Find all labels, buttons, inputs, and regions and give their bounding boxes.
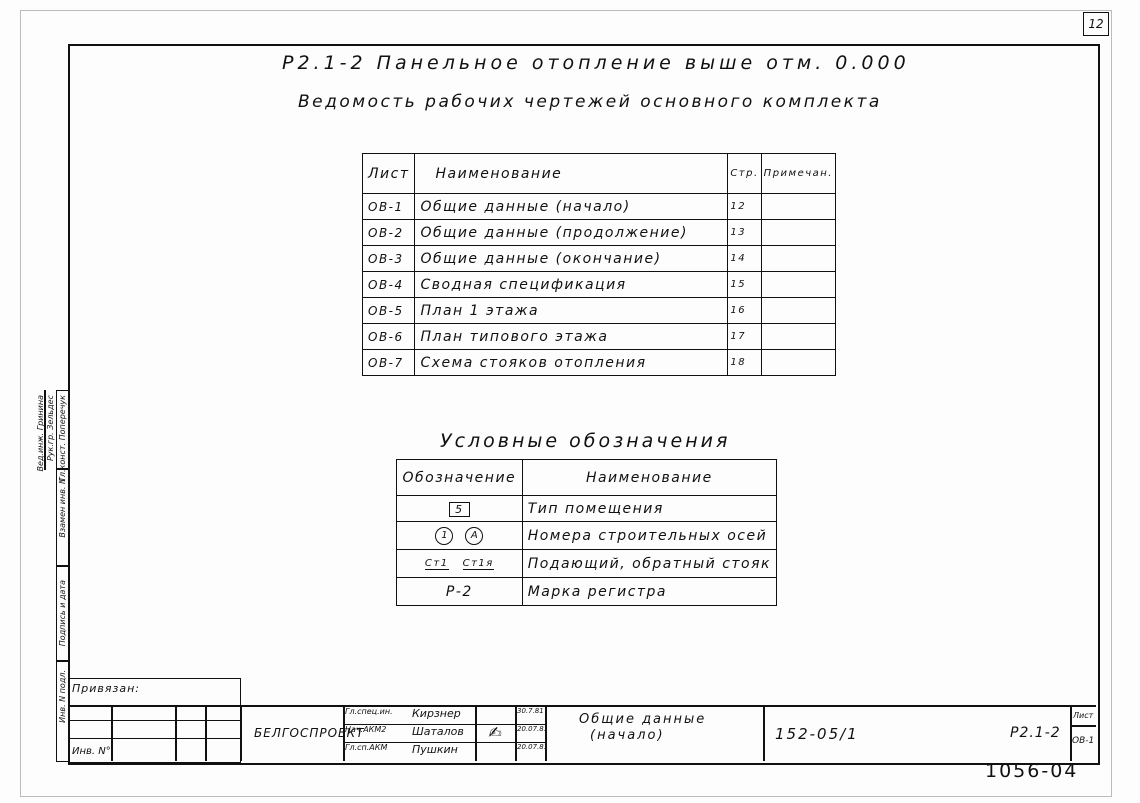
legend-title: Условные обозначения <box>440 430 731 452</box>
name-cell: Схема стояков отопления <box>414 349 729 376</box>
staff-name: Шаталов <box>412 725 464 738</box>
axis-letter-symbol: А <box>465 527 484 545</box>
note-cell <box>760 349 837 376</box>
outer-border <box>20 10 1112 797</box>
legend-name: Тип помещения <box>521 495 778 522</box>
role-2: Рук.гр. Зельдес <box>46 395 55 462</box>
legend-table: Обозначение Наименование 5 Тип помещения… <box>396 459 778 606</box>
staff-date: 20.07.81 <box>517 725 549 733</box>
staff-name: Пушкин <box>412 743 458 756</box>
sheet-cell: ОВ-7 <box>361 349 416 376</box>
header-cell: Примечан. <box>760 153 837 194</box>
note-cell <box>760 323 837 350</box>
sheet-number-top: 12 <box>1083 12 1109 36</box>
name-cell: Общие данные (окончание) <box>414 245 729 272</box>
left-strip <box>56 390 69 762</box>
sheet-label: Лист <box>1073 711 1094 720</box>
staff-date: 30.7.81 <box>517 707 544 715</box>
page-cell: 13 <box>727 219 762 246</box>
page-cell: 17 <box>727 323 762 350</box>
name-cell: Сводная спецификация <box>414 271 729 298</box>
legend-name: Подающий, обратный стояк <box>521 549 778 578</box>
note-cell <box>760 271 837 298</box>
axis-number-symbol: 1 <box>435 527 454 545</box>
sign-date-label: Подпись и дата <box>58 580 67 647</box>
inv-podl-label: Инв. N подл. <box>58 670 67 723</box>
name-cell: Общие данные (начало) <box>414 193 729 220</box>
signature-icon: ✍ <box>488 723 502 742</box>
sheet-cell: ОВ-6 <box>361 323 416 350</box>
legend-name: Номера строительных осей <box>521 521 778 550</box>
header-cell: Стр. <box>727 153 762 194</box>
legend-name: Марка регистра <box>521 577 778 606</box>
role-3: Вед.инж. Гринина <box>36 395 45 472</box>
page-subtitle: Ведомость рабочих чертежей основного ком… <box>298 92 882 112</box>
sheet-cell: ОВ-3 <box>361 245 416 272</box>
register-mark-symbol: Р-2 <box>396 577 523 606</box>
staff-role: Гл.сп.АКМ <box>345 743 388 752</box>
name-cell: Общие данные (продолжение) <box>414 219 729 246</box>
table-row: 1 А Номера строительных осей <box>396 521 778 550</box>
role-1: Гл.конст. Поперечук <box>58 395 67 482</box>
staff-role: Нач.АКМ2 <box>345 725 387 734</box>
sheet-cell: ОВ-4 <box>361 271 416 298</box>
header-cell: Обозначение <box>396 459 523 496</box>
room-type-symbol: 5 <box>449 501 470 517</box>
header-cell: Лист <box>361 153 416 194</box>
table-row: Ст1 Ст1я Подающий, обратный стояк <box>396 549 778 578</box>
supply-riser-symbol: Ст1 <box>424 558 449 570</box>
archive-number: 1056-04 <box>985 760 1079 782</box>
inv-no-label: Инв. N° <box>72 746 111 757</box>
table-row: Р-2 Марка регистра <box>396 577 778 606</box>
note-cell <box>760 193 837 220</box>
inner-frame <box>68 44 1100 765</box>
page-cell: 14 <box>727 245 762 272</box>
page-cell: 16 <box>727 297 762 324</box>
doc-title-line1: Общие данные <box>579 712 707 727</box>
staff-name: Кирзнер <box>412 707 461 720</box>
page-title: Р2.1-2 Панельное отопление выше отм. 0.0… <box>282 52 910 74</box>
staff-date: 20.07.81 <box>517 743 549 751</box>
vzamen-label: Взамен инв. N <box>58 478 67 538</box>
table-row: 5 Тип помещения <box>396 495 778 522</box>
name-cell: План типового этажа <box>414 323 729 350</box>
privyazan-label: Привязан: <box>72 682 140 695</box>
table-header: Обозначение Наименование <box>396 459 778 496</box>
header-cell: Наименование <box>414 153 729 194</box>
page-cell: 15 <box>727 271 762 298</box>
doc-title-line2: (начало) <box>590 728 665 743</box>
series-code: Р2.1-2 <box>1010 725 1061 741</box>
note-cell <box>760 245 837 272</box>
header-cell: Наименование <box>521 459 778 496</box>
sheet-cell: ОВ-5 <box>361 297 416 324</box>
staff-role: Гл.спец.ин. <box>345 707 393 716</box>
sheet-cell: ОВ-1 <box>361 193 416 220</box>
sheet-code: ОВ-1 <box>1072 736 1095 746</box>
org-name: БЕЛГОСПРОЕКТ <box>254 726 365 740</box>
note-cell <box>760 297 837 324</box>
sheet-cell: ОВ-2 <box>361 219 416 246</box>
table-header: Лист Наименование Стр. Примечан. <box>361 153 837 194</box>
page-cell: 12 <box>727 193 762 220</box>
project-code: 152-05/1 <box>775 725 859 743</box>
return-riser-symbol: Ст1я <box>462 558 494 570</box>
note-cell <box>760 219 837 246</box>
name-cell: План 1 этажа <box>414 297 729 324</box>
page-cell: 18 <box>727 349 762 376</box>
